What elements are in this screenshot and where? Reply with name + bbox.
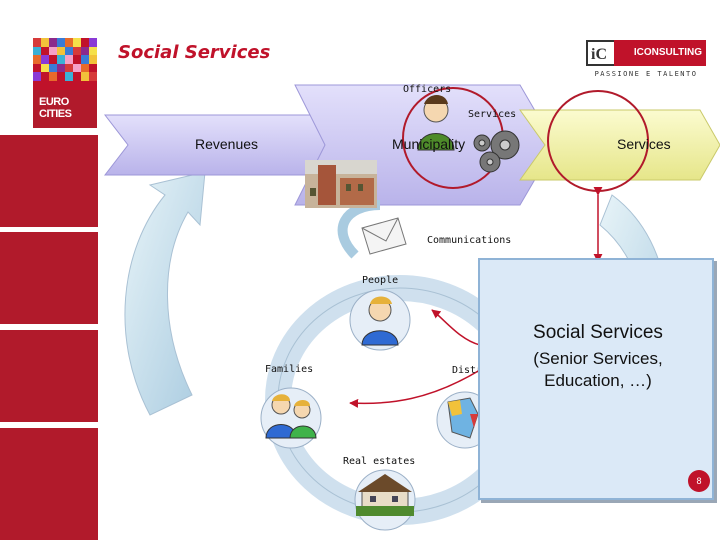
eurocities-logo: EURO CITIES bbox=[33, 38, 97, 128]
side-block-3 bbox=[0, 330, 98, 422]
services-label: Services bbox=[617, 136, 671, 152]
iconsulting-tagline: PASSIONE E TALENTO bbox=[594, 70, 698, 78]
gears-icon bbox=[473, 130, 520, 173]
side-block-4 bbox=[0, 428, 98, 540]
officers-label: Officers bbox=[403, 84, 452, 95]
callout-line-1: (Senior Services, bbox=[533, 349, 663, 368]
iconsulting-logo: iC ICONSULTING PASSIONE E TALENTO bbox=[586, 40, 706, 80]
side-block-2 bbox=[0, 232, 98, 324]
svg-text:iC: iC bbox=[591, 46, 607, 63]
revenues-label: Revenues bbox=[195, 136, 259, 152]
iconsulting-logo-mark: iC bbox=[586, 40, 616, 66]
real-estates-house-icon bbox=[354, 469, 416, 531]
page-title: Social Services bbox=[118, 42, 271, 63]
side-block-1 bbox=[0, 135, 98, 227]
people-connector bbox=[431, 309, 481, 346]
officer-person-icon bbox=[417, 95, 455, 151]
envelope-icon bbox=[361, 217, 407, 255]
services-small-label: Services bbox=[468, 109, 517, 120]
callout-subtitle: (Senior Services, Education, …) bbox=[480, 348, 716, 392]
left-cycle-arrow bbox=[124, 171, 206, 416]
families-connector bbox=[349, 369, 481, 408]
callout-title: Social Services bbox=[533, 322, 663, 343]
page-number-badge: 8 bbox=[688, 470, 710, 492]
iconsulting-logo-text: ICONSULTING bbox=[614, 40, 706, 66]
eurocities-logo-text: EURO CITIES bbox=[33, 90, 97, 128]
communications-label: Communications bbox=[427, 235, 512, 246]
eurocities-logo-mosaic bbox=[33, 38, 97, 90]
families-icon bbox=[260, 387, 322, 449]
people-person-icon bbox=[349, 289, 411, 351]
social-services-callout: Social Services (Senior Services, Educat… bbox=[478, 258, 714, 500]
municipality-building-image bbox=[305, 160, 377, 208]
families-label: Families bbox=[265, 364, 314, 375]
people-label: People bbox=[362, 275, 399, 286]
callout-line-2: Education, …) bbox=[544, 371, 652, 390]
municipality-label: Municipality bbox=[392, 136, 466, 152]
services-chevron bbox=[519, 109, 720, 181]
real-estates-label: Real estates bbox=[343, 456, 416, 467]
